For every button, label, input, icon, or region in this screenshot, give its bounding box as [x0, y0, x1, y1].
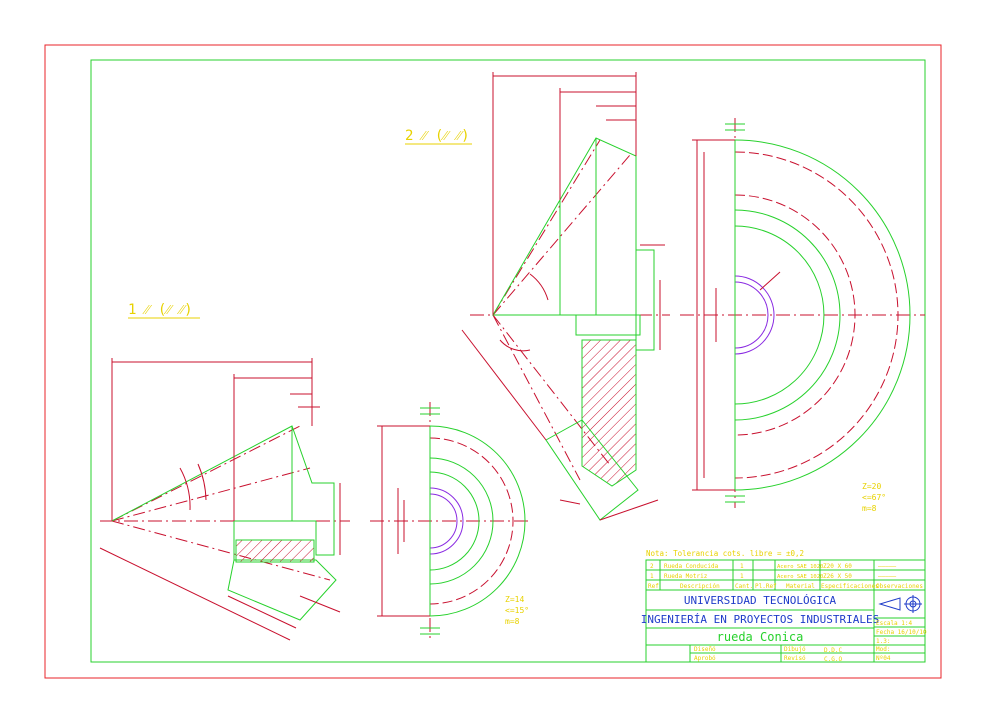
row2-obs: ————— [878, 563, 896, 570]
code1: 1.3: [876, 638, 890, 645]
row1-material: Acero SAE 1020 [777, 574, 823, 580]
diseno-label: Diseñó [694, 646, 716, 653]
view2-side-section: 2 ⁄⁄ (⁄⁄ ⁄⁄) [405, 72, 670, 521]
projection-symbol-icon [878, 595, 922, 613]
view1-side-section: 1 ⁄⁄ (⁄⁄ ⁄⁄) [99, 302, 350, 641]
gear1-root-arc [429, 457, 494, 585]
gear2-inner-arc [734, 194, 856, 436]
row2-desc: Rueda Conducida [664, 563, 719, 570]
header-plref: Pl.Ref [755, 583, 777, 590]
gear1-pitch-arc [429, 437, 514, 605]
inner-border [90, 59, 926, 663]
row1-desc: Rueda Motriz [664, 573, 708, 580]
header-obs: Observaciones [876, 583, 923, 590]
view2-title: 2 ⁄⁄ (⁄⁄ ⁄⁄) [405, 128, 470, 144]
gear2-pitch-arc [734, 151, 899, 479]
gear2-z: Z=20 [862, 482, 881, 491]
row1-cant: 1 [740, 573, 744, 580]
gear2-upper-tooth [492, 137, 637, 316]
gear1-back-arc [429, 471, 480, 571]
gear1-lower-tooth [227, 559, 337, 621]
drawing-title: rueda Conica [717, 630, 804, 644]
pitch-ray [111, 425, 301, 522]
gear2-root-arc [734, 209, 841, 421]
header-cant: Cant. [735, 583, 753, 590]
title-block: Nota: Tolerancia cots. libre = ±0,2 2 Ru… [641, 549, 927, 663]
row1-obs: ————— [878, 573, 896, 580]
fecha: Fecha 16/10/10 [876, 629, 927, 636]
row1-spec: Z26 X 50 [823, 573, 852, 580]
gear1-bore-arc [429, 487, 464, 555]
gear1-hub-section [235, 539, 315, 563]
gear2-angle: <=67° [862, 493, 886, 502]
root-ray [111, 467, 311, 522]
gear1-outline [111, 425, 335, 556]
gear2-back-arc [734, 225, 825, 405]
row2-spec: Z20 X 60 [823, 563, 852, 570]
gear1-tip-arc [429, 425, 526, 617]
header-desc: Descripción [680, 583, 720, 590]
row2-cant: 1 [740, 563, 744, 570]
dibujo-label: Dibujó [784, 646, 806, 653]
tolerance-note: Nota: Tolerancia cots. libre = ±0,2 [646, 549, 804, 558]
gear2-module: m=8 [862, 504, 877, 513]
university-name: UNIVERSIDAD TECNOLÓGICA [684, 594, 837, 607]
outer-border [44, 44, 942, 679]
gear2-tip-arc [734, 139, 911, 491]
gear2-bore-arc [734, 275, 775, 355]
gear2-hub-section [581, 339, 637, 487]
escala: Escala 1:4 [876, 620, 913, 627]
row1-ref: 1 [650, 573, 654, 580]
view2-front-view: Z=20 <=67° m=8 [680, 118, 925, 513]
header-material: Material [786, 583, 815, 590]
face-ray [111, 520, 331, 581]
header-ref: Ref [648, 583, 659, 590]
gear1-z: Z=14 [505, 595, 524, 604]
dibujo-name: D.D.C [824, 647, 842, 654]
gear2-lower-tooth [545, 419, 639, 521]
aprobo-label: Aprobó [694, 655, 716, 662]
view1-title: 1 ⁄⁄ (⁄⁄ ⁄⁄) [128, 302, 193, 318]
reviso-label: Revisó [784, 655, 806, 662]
code2: Mod: [876, 646, 890, 653]
numero: Nº04 [876, 655, 891, 662]
gear1-module: m=8 [505, 617, 520, 626]
header-spec: Especificaciones [821, 583, 879, 590]
gear1-angle: <=15° [505, 606, 529, 615]
row2-material: Acero SAE 1020 [777, 564, 823, 570]
program-name: INGENIERÍA EN PROYECTOS INDUSTRIALES [641, 613, 879, 626]
row2-ref: 2 [650, 563, 654, 570]
reviso-name: C.G.O [824, 656, 842, 663]
view1-front-view: Z=14 <=15° m=8 [370, 402, 530, 640]
